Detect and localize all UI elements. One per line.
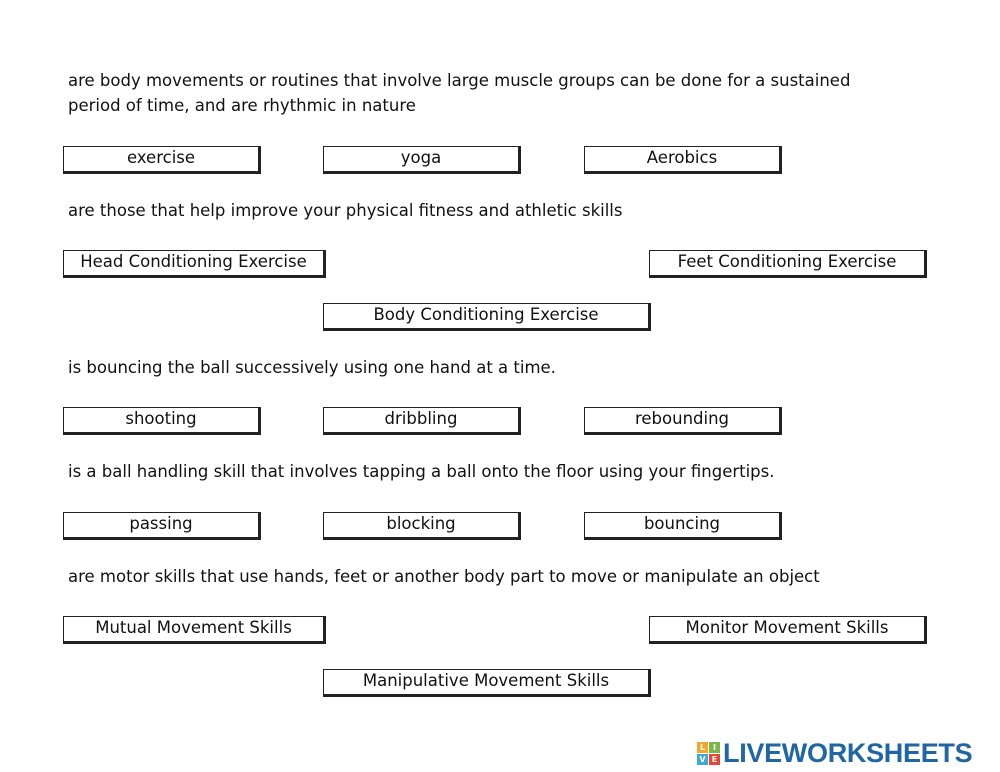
option-exercise[interactable]: exercise bbox=[63, 146, 261, 174]
question-3-text: is bouncing the ball successively using … bbox=[68, 358, 556, 377]
option-rebounding[interactable]: rebounding bbox=[584, 407, 782, 435]
liveworksheets-logo: L I V E LIVEWORKSHEETS bbox=[697, 738, 973, 769]
option-blocking[interactable]: blocking bbox=[323, 512, 521, 540]
option-mutual-movement[interactable]: Mutual Movement Skills bbox=[63, 616, 326, 644]
option-feet-conditioning[interactable]: Feet Conditioning Exercise bbox=[649, 250, 927, 278]
option-bouncing[interactable]: bouncing bbox=[584, 512, 782, 540]
option-shooting[interactable]: shooting bbox=[63, 407, 261, 435]
option-aerobics[interactable]: Aerobics bbox=[584, 146, 782, 174]
logo-blocks-icon: L I V E bbox=[697, 742, 720, 765]
option-passing[interactable]: passing bbox=[63, 512, 261, 540]
option-monitor-movement[interactable]: Monitor Movement Skills bbox=[649, 616, 927, 644]
question-2-text: are those that help improve your physica… bbox=[68, 201, 623, 220]
question-5-text: are motor skills that use hands, feet or… bbox=[68, 567, 820, 586]
option-head-conditioning[interactable]: Head Conditioning Exercise bbox=[63, 250, 326, 278]
logo-text: LIVEWORKSHEETS bbox=[723, 738, 973, 768]
option-manipulative-movement[interactable]: Manipulative Movement Skills bbox=[323, 669, 651, 697]
option-body-conditioning[interactable]: Body Conditioning Exercise bbox=[323, 303, 651, 331]
question-4-text: is a ball handling skill that involves t… bbox=[68, 462, 775, 481]
logo-block-l: L bbox=[697, 742, 708, 753]
logo-block-v: V bbox=[697, 754, 708, 765]
logo-block-e: E bbox=[709, 754, 720, 765]
option-dribbling[interactable]: dribbling bbox=[323, 407, 521, 435]
logo-block-i: I bbox=[709, 742, 720, 753]
question-1-text: are body movements or routines that invo… bbox=[68, 71, 851, 115]
option-yoga[interactable]: yoga bbox=[323, 146, 521, 174]
